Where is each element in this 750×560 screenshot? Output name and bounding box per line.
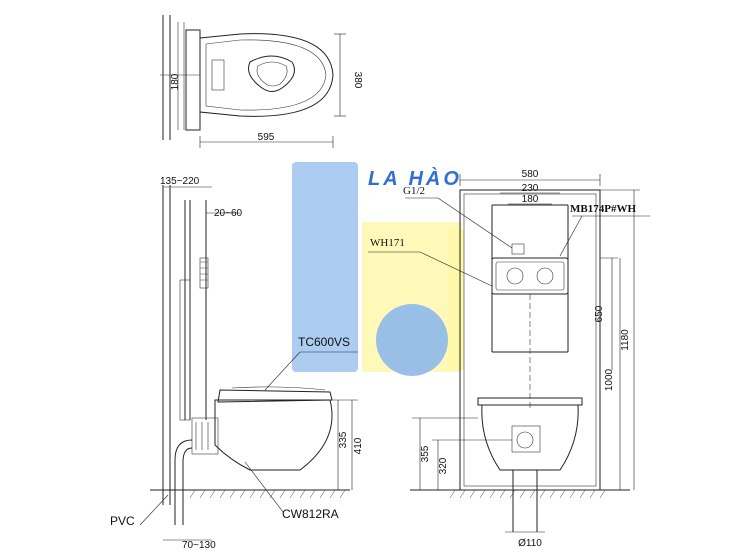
dim-frame-width: 580 (522, 169, 539, 180)
dim-top-width: 380 (352, 72, 363, 89)
dim-top-length: 595 (258, 132, 275, 143)
front-view: 580 230 180 (368, 169, 650, 549)
dim-bowl-height: 335 (338, 431, 349, 448)
dim-1000: 1000 (604, 368, 615, 391)
label-bowl: CW812RA (282, 507, 339, 521)
dim-pipe: Ø110 (518, 538, 542, 549)
dim-frame-depth: 135~220 (160, 176, 200, 187)
dim-320: 320 (438, 457, 449, 474)
side-view: 135~220 20~60 (110, 176, 364, 551)
label-tank: WH171 (370, 237, 405, 249)
brand-name: LA HÀO (368, 167, 462, 190)
label-plate: MB174P#WH (570, 203, 636, 215)
dim-top-small: 180 (170, 73, 181, 90)
dim-650: 650 (594, 305, 605, 322)
label-inlet: G1/2 (403, 185, 425, 197)
top-view: 380 595 180 (160, 15, 363, 148)
logo-blue-circle (376, 304, 448, 376)
dim-outlet: 70~130 (182, 540, 216, 551)
dim-offset: 20~60 (214, 208, 243, 219)
label-seat: TC600VS (298, 335, 350, 349)
dim-230: 230 (522, 183, 539, 194)
dim-355: 355 (420, 445, 431, 462)
dim-total-height: 410 (353, 437, 364, 454)
dim-1180: 1180 (620, 329, 631, 351)
dim-180: 180 (522, 194, 539, 205)
label-pipe: PVC (110, 514, 135, 528)
logo-blue-bar (292, 162, 358, 372)
